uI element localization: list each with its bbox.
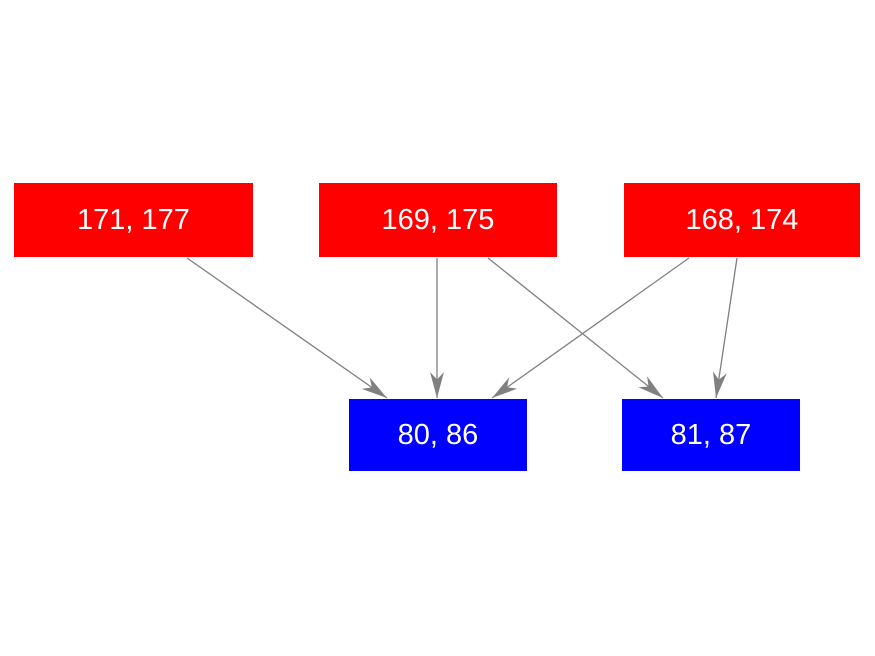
graph-edge: [186, 257, 388, 399]
edge-group: [186, 257, 738, 399]
graph-edge: [712, 257, 738, 399]
graph-edge: [487, 257, 664, 399]
graph-edge: [491, 257, 690, 399]
